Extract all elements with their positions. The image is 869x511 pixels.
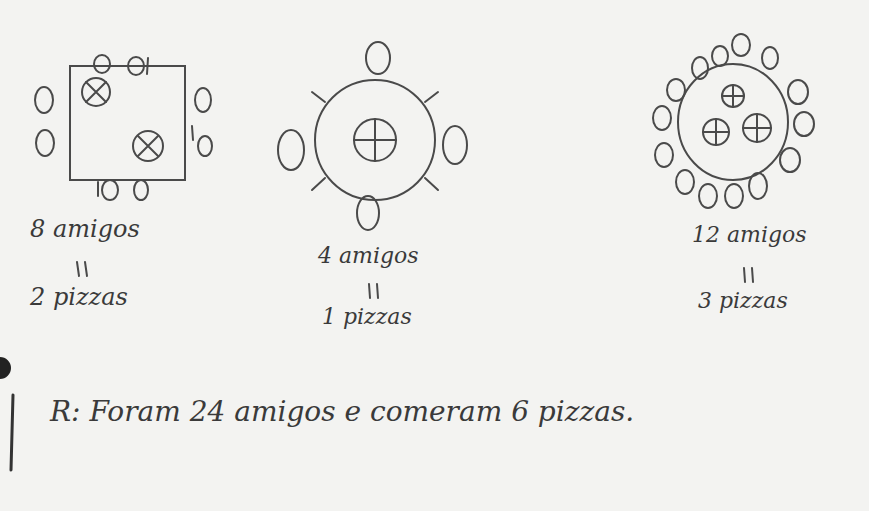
handwritten-label: 8 amigos (30, 215, 140, 243)
binder-hole (0, 358, 10, 378)
handwritten-label: 1 pizzas (322, 304, 412, 329)
handwritten-label: 3 pizzas (698, 288, 788, 313)
equals-mark (369, 284, 378, 298)
square-table (35, 55, 212, 200)
equals-mark (744, 268, 753, 282)
binder-line (11, 395, 13, 470)
answer-text: R: Foram 24 amigos e comeram 6 pizzas. (50, 395, 634, 428)
equals-mark (77, 262, 87, 276)
handwritten-label: 4 amigos (318, 243, 419, 268)
handwritten-label: 12 amigos (692, 222, 807, 247)
large-round-table (653, 34, 814, 208)
round-table (278, 42, 467, 230)
handwritten-label: 2 pizzas (30, 283, 128, 311)
